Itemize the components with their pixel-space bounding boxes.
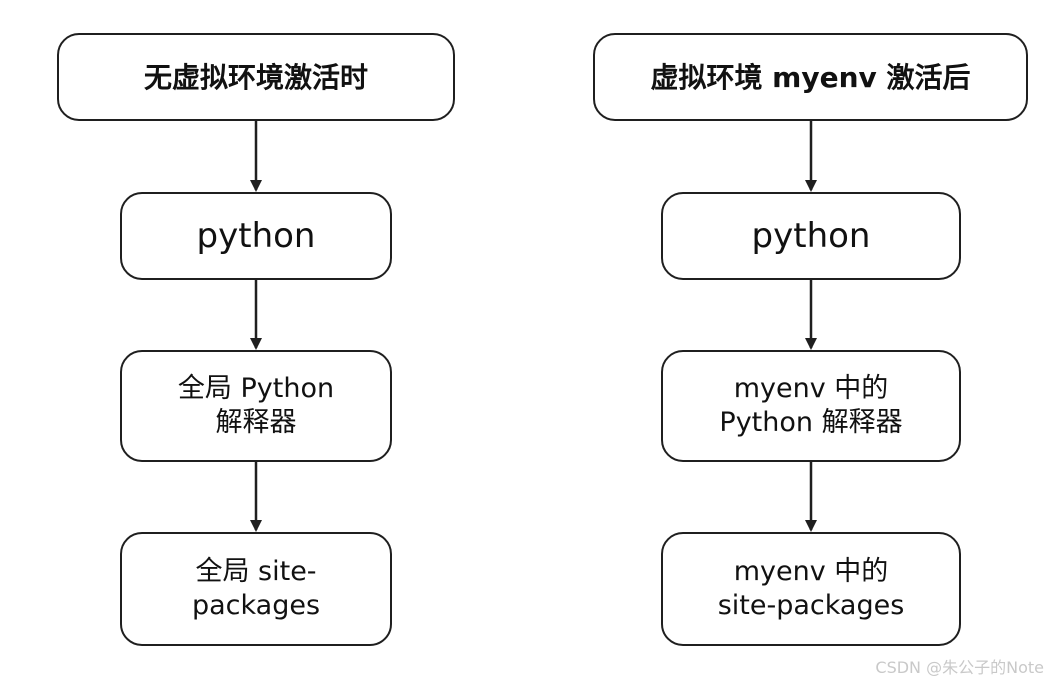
right-python-node: python [661, 192, 961, 280]
left-interpreter-line1: 全局 Python [177, 373, 335, 405]
right-interpreter-line1: myenv 中的 [733, 373, 889, 405]
left-head-label: 无虚拟环境激活时 [143, 60, 368, 94]
right-interpreter-node: myenv 中的 Python 解释器 [661, 350, 961, 462]
watermark: CSDN @朱公子的Note [875, 658, 1044, 677]
right-head-node: 虚拟环境 myenv 激活后 [593, 33, 1028, 121]
left-interpreter-line2: 解释器 [215, 407, 297, 438]
left-site-line1: 全局 site- [195, 556, 317, 588]
right-interpreter-line2: Python 解释器 [719, 407, 903, 438]
left-python-label: python [196, 215, 316, 256]
left-site-packages-node: 全局 site- packages [120, 532, 392, 646]
right-site-line1: myenv 中的 [733, 556, 889, 588]
left-interpreter-node: 全局 Python 解释器 [120, 350, 392, 462]
right-python-label: python [751, 215, 871, 256]
left-head-node: 无虚拟环境激活时 [57, 33, 455, 121]
right-site-packages-node: myenv 中的 site-packages [661, 532, 961, 646]
right-site-line2: site-packages [717, 590, 905, 621]
left-python-node: python [120, 192, 392, 280]
right-head-label: 虚拟环境 myenv 激活后 [650, 60, 971, 94]
left-site-line2: packages [191, 590, 321, 621]
